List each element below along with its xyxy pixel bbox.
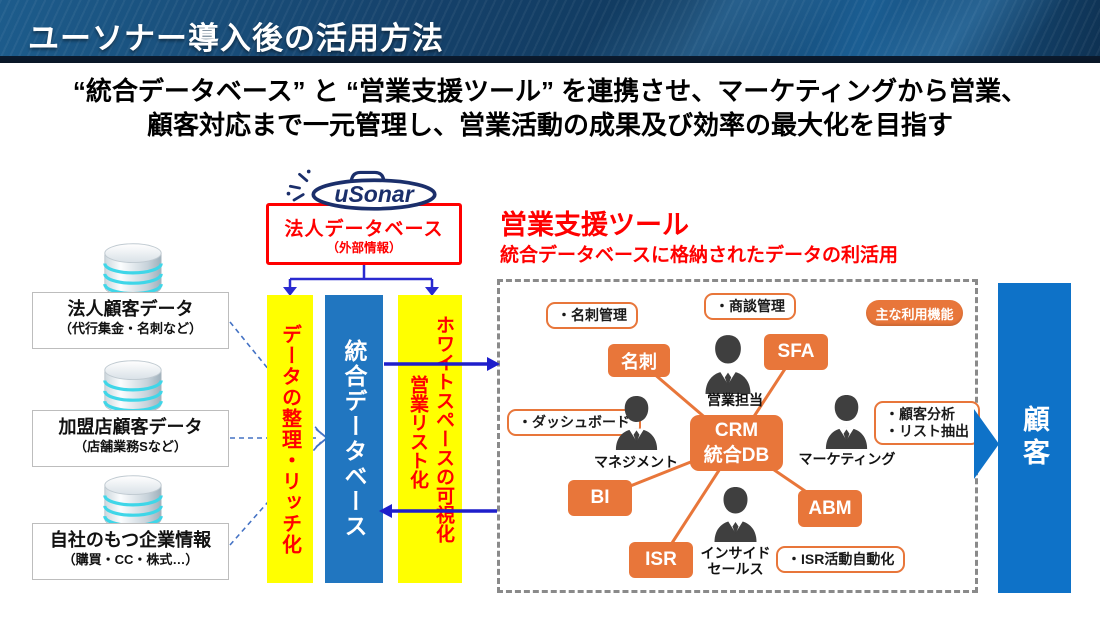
feature-card-management: ・名刺管理 — [546, 302, 638, 329]
feature-customer-analysis: ・顧客分析 ・リスト抽出 — [874, 401, 980, 445]
source-label: 加盟店顧客データ — [58, 417, 203, 437]
source-sublabel: （代行集金・名刺など） — [58, 321, 202, 336]
node-bi: BI — [568, 480, 632, 516]
source-label: 自社のもつ企業情報 — [49, 530, 212, 550]
badge-main-functions: 主な利用機能 — [866, 300, 963, 326]
node-meishi: 名刺 — [608, 344, 670, 377]
page-title: ユーソナー導入後の活用方法 — [28, 21, 444, 56]
role-inside-line1: インサイド — [700, 545, 771, 561]
bar-data-enrichment: データの整理・リッチ化 — [267, 295, 313, 583]
crm-hub: CRM 統合DB — [690, 415, 783, 471]
arrow-down-right — [425, 287, 439, 296]
sales-tool-subtitle: 統合データベースに格納されたデータの利活用 — [500, 245, 899, 266]
node-isr: ISR — [629, 542, 693, 578]
role-management: マネジメント — [594, 454, 678, 470]
person-icon-management — [612, 395, 661, 450]
crm-hub-line2: 統合DB — [703, 445, 770, 466]
external-db-title: 法人データベース — [284, 219, 444, 240]
usonar-logo: uSonar — [286, 169, 437, 211]
bar-integrated-database-label: 統合データベース — [341, 339, 367, 539]
bar-data-enrichment-label: データの整理・リッチ化 — [278, 323, 301, 555]
source-sublabel: （購買・CC・株式…） — [62, 552, 199, 567]
subtitle-line1: “統合データベース” と “営業支援ツール” を連携させ、マーケティングから営業… — [72, 76, 1028, 106]
source-label: 法人顧客データ — [67, 299, 194, 319]
feature-deal-management: ・商談管理 — [704, 293, 796, 320]
header-bar: ユーソナー導入後の活用方法 — [0, 0, 1100, 63]
source-box-inhouse: 自社のもつ企業情報 （購買・CC・株式…） — [32, 523, 229, 580]
role-sales: 営業担当 — [707, 392, 763, 408]
source-sublabel: （店舗業務Sなど） — [74, 439, 187, 454]
svg-text:uSonar: uSonar — [334, 181, 414, 207]
bar-whitespace: ホワイトスペースの可視化 営業リスト化 — [398, 295, 462, 583]
bar-integrated-database: 統合データベース — [325, 295, 383, 583]
source-box-franchise: 加盟店顧客データ （店舗業務Sなど） — [32, 410, 229, 467]
external-db-box: 法人データベース （外部情報） — [266, 203, 462, 265]
node-sfa: SFA — [764, 334, 828, 370]
sales-tool-title: 営業支援ツール — [500, 210, 689, 240]
feature-dashboard: ・ダッシュボード — [507, 409, 641, 436]
bar-whitespace-label: ホワイトスペースの可視化 — [433, 315, 454, 543]
customer-bar: 顧客 — [998, 283, 1071, 593]
person-icon-marketing — [822, 394, 871, 449]
person-icon-sales — [701, 334, 755, 394]
bar-saleslist-label: 営業リスト化 — [407, 375, 428, 489]
feature-analysis-line2: ・リスト抽出 — [885, 423, 969, 439]
arrow-down-left — [283, 287, 297, 296]
role-inside-sales: インサイド セールス — [698, 545, 773, 577]
feature-analysis-line1: ・顧客分析 — [885, 406, 955, 422]
slide-subtitle: “統合データベース” と “営業支援ツール” を連携させ、マーケティングから営業… — [0, 74, 1100, 142]
external-db-subtitle: （外部情報） — [326, 241, 402, 255]
feature-isr-automation: ・ISR活動自動化 — [776, 546, 906, 573]
subtitle-line2: 顧客対応まで一元管理し、営業活動の成果及び効率の最大化を目指す — [146, 110, 953, 140]
role-marketing: マーケティング — [798, 451, 896, 467]
node-abm: ABM — [798, 490, 862, 527]
person-icon-inside-sales — [711, 486, 760, 542]
customer-label: 顧客 — [1019, 405, 1049, 471]
source-box-corporate: 法人顧客データ （代行集金・名刺など） — [32, 292, 229, 349]
role-inside-line2: セールス — [707, 561, 764, 577]
crm-hub-line1: CRM — [714, 420, 759, 441]
